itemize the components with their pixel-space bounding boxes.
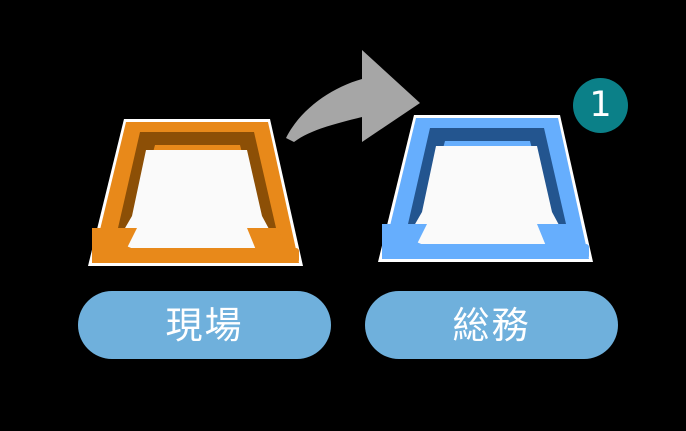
step-number-badge: 1 (573, 78, 628, 133)
target-label-pill[interactable]: 総務 (365, 291, 618, 359)
curved-arrow-icon (286, 50, 420, 142)
step-number-badge-label: 1 (589, 85, 612, 125)
source-tray-base-shadow (92, 248, 299, 263)
target-tray-paper (407, 146, 566, 246)
target-label-text: 総務 (452, 303, 531, 347)
source-label-pill[interactable]: 現場 (78, 291, 331, 359)
source-label-text: 現場 (165, 303, 244, 347)
target-tray-base-shadow (382, 244, 589, 259)
source-tray-paper (117, 150, 276, 250)
